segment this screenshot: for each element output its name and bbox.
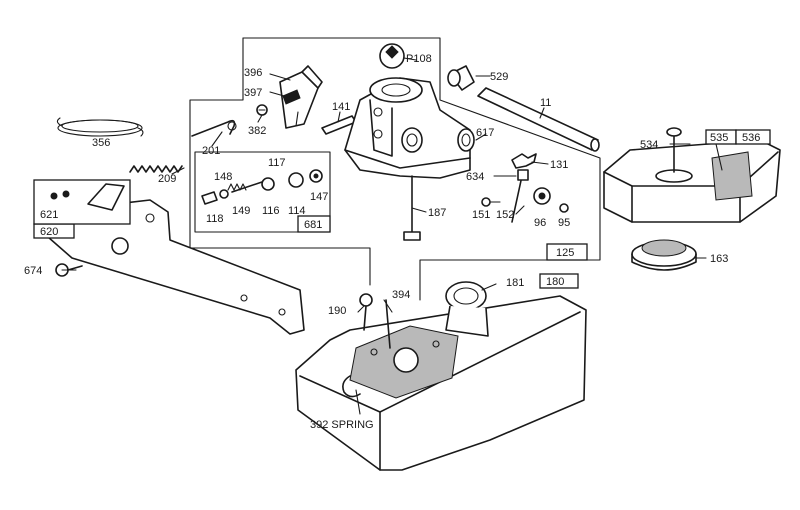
part-382-screw <box>256 104 268 116</box>
part-151-screw <box>481 197 501 207</box>
part-190-screw <box>359 293 373 331</box>
part-131-wing-nut <box>511 153 537 169</box>
part-163-air-cleaner-base <box>631 239 697 271</box>
label-397: 397 <box>244 87 262 99</box>
carburetor-group-frame <box>189 37 601 301</box>
part-number-labels: 356 396 397 382 201 209 141 P108 529 11 … <box>24 53 760 431</box>
label-114: 114 <box>288 205 306 217</box>
part-181-filler-neck <box>445 281 489 337</box>
label-394: 394 <box>392 289 410 301</box>
label-149: 149 <box>232 205 250 217</box>
label-535: 535 <box>710 132 728 144</box>
part-108-choke-plate <box>379 43 405 69</box>
label-209: 209 <box>158 173 176 185</box>
label-536: 536 <box>742 132 760 144</box>
label-11: 11 <box>540 97 551 109</box>
part-209-governor-spring <box>129 165 183 173</box>
part-96-washer <box>533 187 551 205</box>
part-529-elbow-fitting <box>447 65 475 91</box>
label-125: 125 <box>556 247 574 259</box>
label-621: 621 <box>40 209 58 221</box>
part-201-governor-link <box>191 119 237 137</box>
part-621-control-lever <box>50 183 125 211</box>
part-396-air-vane-bracket <box>279 65 323 129</box>
label-187: 187 <box>428 207 446 219</box>
label-356: 356 <box>92 137 110 149</box>
label-181: 181 <box>506 277 524 289</box>
label-147: 147 <box>310 191 328 203</box>
needle-valve-parts <box>201 169 323 205</box>
part-617-fitting <box>457 128 475 152</box>
label-634: 634 <box>466 171 484 183</box>
label-180: 180 <box>546 276 564 288</box>
label-681: 681 <box>304 219 322 231</box>
part-674-screw <box>55 263 83 277</box>
label-190: 190 <box>328 305 346 317</box>
label-396: 396 <box>244 67 262 79</box>
label-674: 674 <box>24 265 42 277</box>
part-187-bolt <box>403 175 421 241</box>
part-392-spring <box>342 375 361 398</box>
carburetor-body <box>344 77 471 179</box>
part-634-needle-valve <box>511 169 529 223</box>
label-382: 382 <box>248 125 266 137</box>
label-118: 118 <box>206 213 224 225</box>
label-116: 116 <box>262 205 280 217</box>
label-141: 141 <box>332 101 350 113</box>
part-394-gasket <box>349 299 459 399</box>
part-180-fuel-tank <box>295 273 587 471</box>
part-620-control-bracket <box>33 179 305 335</box>
label-152: 152 <box>496 209 514 221</box>
label-392-spring: 392 SPRING <box>310 419 374 431</box>
label-148: 148 <box>214 171 232 183</box>
part-95-screw <box>559 203 569 213</box>
label-131: 131 <box>550 159 568 171</box>
label-620: 620 <box>40 226 58 238</box>
label-163: 163 <box>710 253 728 265</box>
needle-valve-group-frame <box>194 151 331 233</box>
label-117: 117 <box>268 157 286 169</box>
part-356-wire-link <box>56 117 144 137</box>
leader-lines <box>61 57 723 415</box>
part-534-knob <box>666 127 682 173</box>
label-95: 95 <box>558 217 570 229</box>
label-529: 529 <box>490 71 508 83</box>
label-617: 617 <box>476 127 494 139</box>
part-11-fuel-pipe <box>477 87 600 152</box>
label-201: 201 <box>202 145 220 157</box>
part-536-air-cleaner-body <box>603 129 781 223</box>
label-108: P108 <box>406 53 432 65</box>
label-534: 534 <box>640 139 658 151</box>
label-151: 151 <box>472 209 490 221</box>
label-96: 96 <box>534 217 546 229</box>
